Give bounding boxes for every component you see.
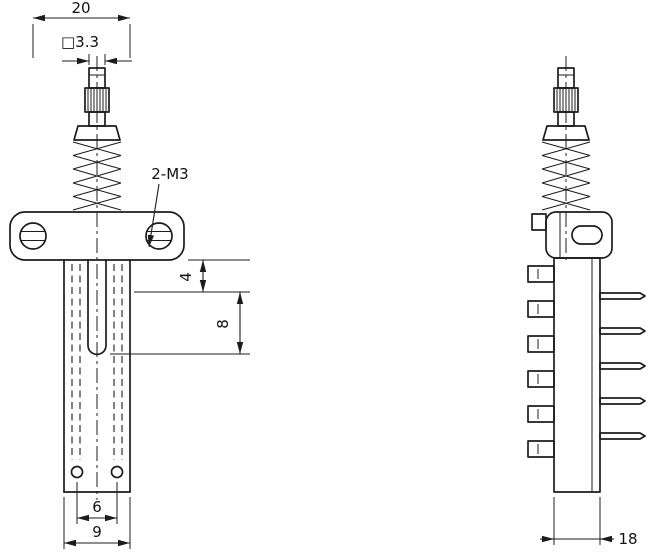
shaft-flange: [73, 125, 121, 141]
side-clip: [531, 211, 613, 259]
thread-leader: [147, 183, 160, 248]
knurl-hatch: [87, 89, 107, 111]
clip-tab: [531, 213, 547, 231]
dim-label-6: 6: [92, 498, 102, 516]
terminal-pin: [599, 292, 646, 300]
side-body: [553, 257, 601, 493]
terminal-lug: [527, 300, 555, 318]
front-shaft: [73, 67, 121, 141]
terminal-lug: [527, 335, 555, 353]
front-spring: [72, 141, 122, 211]
terminal-pin: [599, 327, 646, 335]
dim-label-4: 4: [177, 272, 195, 282]
terminal-lug: [527, 265, 555, 283]
dim-label-shaft-square: □3.3: [61, 33, 99, 51]
terminal-lug: [527, 440, 555, 458]
terminal-lug: [527, 370, 555, 388]
thread-callout-label: 2-M3: [151, 165, 188, 183]
side-shaft-flange: [542, 125, 590, 141]
bottom-hole-right: [110, 465, 124, 479]
side-body-outline: [553, 257, 601, 493]
terminal-pin: [599, 362, 646, 370]
side-knurl-hatch: [556, 89, 576, 111]
side-pins: [599, 292, 646, 440]
dim-label-18: 18: [618, 530, 637, 548]
mounting-hole-right: [145, 222, 173, 250]
dim-label-20: 20: [71, 0, 90, 17]
center-slot: [87, 259, 107, 356]
side-terminals: [527, 265, 555, 458]
front-dimensions: 20 □3.3 2-M3 4 8 6: [32, 0, 250, 549]
side-view: 18: [527, 56, 646, 548]
side-dimensions: 18: [540, 497, 638, 548]
clip-slot: [571, 225, 603, 245]
side-spring: [541, 141, 591, 211]
terminal-pin: [599, 397, 646, 405]
mounting-hole-left: [19, 222, 47, 250]
dim-label-9: 9: [92, 523, 102, 541]
terminal-lug: [527, 405, 555, 423]
plate-outline: [9, 211, 185, 261]
front-body: [63, 259, 131, 493]
terminal-pin: [599, 432, 646, 440]
bottom-hole-left: [70, 465, 84, 479]
hidden-lines: [71, 264, 123, 460]
front-view: 20 □3.3 2-M3 4 8 6: [9, 0, 250, 549]
side-shaft: [542, 67, 590, 141]
dim-label-8: 8: [214, 319, 232, 329]
